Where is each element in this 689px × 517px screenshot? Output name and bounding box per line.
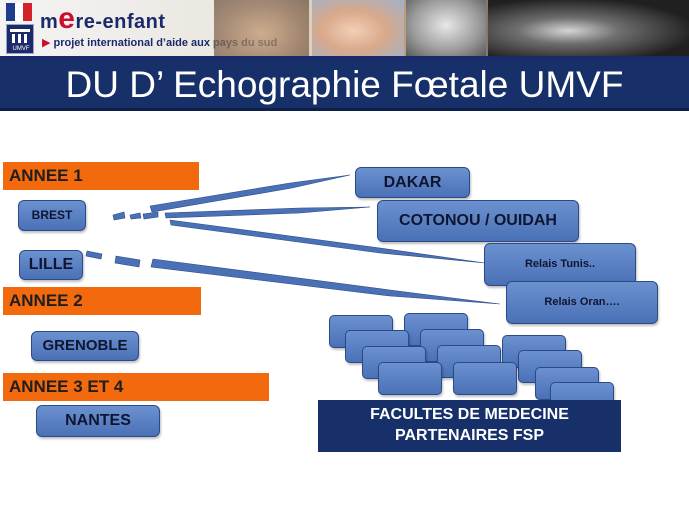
- slide-title: DU D’ Echographie Fœtale UMVF: [65, 64, 624, 105]
- dash-segment: [112, 211, 126, 221]
- year-2-bar: ANNEE 2: [3, 287, 201, 315]
- flag-stripe: [6, 3, 15, 21]
- dash-segment: [142, 211, 159, 220]
- ultrasound-photo: [488, 0, 689, 56]
- node-grenoble: GRENOBLE: [31, 331, 139, 361]
- brand-rest: re-enfant: [75, 11, 166, 33]
- dash-segment: [85, 250, 103, 260]
- brand-prefix: m: [40, 11, 59, 33]
- arrow-brest-cotonou: [164, 206, 371, 219]
- baby-photo: [312, 0, 404, 56]
- faculty-line-2: PARTENAIRES FSP: [394, 427, 545, 444]
- node-brest: BREST: [18, 200, 86, 231]
- header-rule: [0, 56, 689, 60]
- node-dakar: DAKAR: [355, 167, 470, 198]
- arrow-lille-oran: [150, 258, 501, 305]
- faculty-box: [453, 362, 517, 395]
- header-banner: UMVF mere-enfant ▶ projet international …: [0, 0, 689, 56]
- dash-segment: [114, 255, 141, 268]
- brand-e: e: [58, 2, 76, 35]
- french-flag-icon: [6, 3, 33, 21]
- node-nantes: NANTES: [36, 405, 160, 437]
- logo-text: UMVF: [12, 46, 30, 52]
- year-3-4-bar: ANNEE 3 ET 4: [3, 373, 269, 401]
- faculty-label-box: FACULTES DE MEDECINE PARTENAIRES FSP: [318, 400, 621, 452]
- dash-segment: [129, 212, 142, 220]
- node-lille: LILLE: [19, 250, 83, 280]
- node-relais-tunis: Relais Tunis..: [484, 243, 636, 286]
- mother-photo: [406, 0, 486, 56]
- umvf-logo: UMVF: [6, 24, 34, 54]
- faculty-box: [378, 362, 442, 395]
- map-photo: [214, 0, 309, 56]
- triangle-marker-icon: ▶: [42, 37, 51, 49]
- title-bar: DU D’ Echographie Fœtale UMVF: [0, 60, 689, 111]
- node-cotonou-ouidah: COTONOU / OUIDAH: [377, 200, 579, 242]
- brand-name: mere-enfant: [40, 2, 166, 36]
- flag-stripe: [14, 3, 24, 21]
- year-1-bar: ANNEE 1: [3, 162, 199, 190]
- faculty-line-1: FACULTES DE MEDECINE: [370, 406, 569, 423]
- flag-stripe: [23, 3, 33, 21]
- node-relais-oran: Relais Oran….: [506, 281, 658, 324]
